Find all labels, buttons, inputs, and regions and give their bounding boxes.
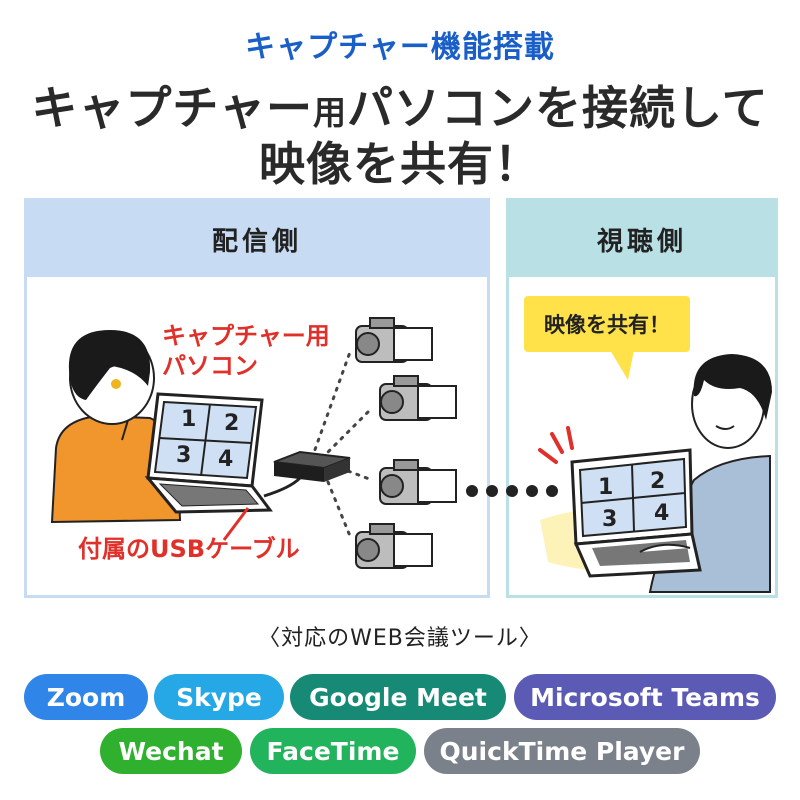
sender-screen-1: 1	[181, 407, 196, 432]
tool-pill-skype: Skype	[154, 674, 284, 720]
viewer-panel-title: 視聴側	[509, 201, 775, 277]
sender-panel-title: 配信側	[27, 201, 487, 277]
usb-cable	[263, 476, 302, 498]
capture-pc-label-line-2: パソコン	[162, 352, 258, 380]
usb-cable-label: 付属のUSBケーブル	[78, 535, 300, 563]
viewer-screen-1: 1	[598, 475, 613, 500]
capture-pc-label-line-1: キャプチャー用	[162, 322, 330, 350]
speech-bubble-tail	[610, 350, 634, 380]
headline-line-2: 映像を共有！	[259, 137, 541, 191]
usb-label-pointer	[222, 507, 250, 541]
camera-connection-lines	[310, 350, 374, 538]
headline-line-1-a: キャプチャー	[31, 81, 313, 135]
headline-line-1: キャプチャー用パソコンを接続して	[0, 72, 800, 138]
subtitle: キャプチャー機能搭載	[245, 30, 555, 65]
tool-pill-zoom: Zoom	[24, 674, 148, 720]
viewer-laptop	[570, 448, 702, 578]
tools-title: 〈対応のWEB会議ツール〉	[258, 626, 542, 651]
speech-bubble: 映像を共有！	[524, 296, 690, 352]
viewer-screen-2: 2	[650, 469, 665, 494]
tool-pill-wechat: Wechat	[100, 728, 242, 774]
sender-screen-2: 2	[224, 411, 239, 436]
headline-line-1-small: 用	[312, 93, 347, 132]
sender-screen-3: 3	[176, 443, 191, 468]
tool-pill-microsoft-teams: Microsoft Teams	[514, 674, 776, 720]
tool-pill-quicktime-player: QuickTime Player	[424, 728, 700, 774]
sender-laptop	[144, 392, 273, 514]
tool-pill-facetime: FaceTime	[250, 728, 416, 774]
attention-marks	[538, 426, 574, 464]
headline-line-1-b: パソコンを接続して	[346, 81, 769, 135]
viewer-screen-3: 3	[602, 507, 617, 532]
tool-pill-google-meet: Google Meet	[290, 674, 506, 720]
sender-screen-4: 4	[218, 447, 233, 472]
video-camera-icon	[355, 317, 457, 569]
capture-pc-label: キャプチャー用 パソコン	[162, 321, 330, 381]
stream-dots	[466, 485, 558, 497]
viewer-screen-4: 4	[654, 501, 669, 526]
sender-person-illustration	[50, 330, 213, 524]
viewer-person-illustration	[648, 354, 772, 593]
capture-device	[273, 450, 351, 482]
